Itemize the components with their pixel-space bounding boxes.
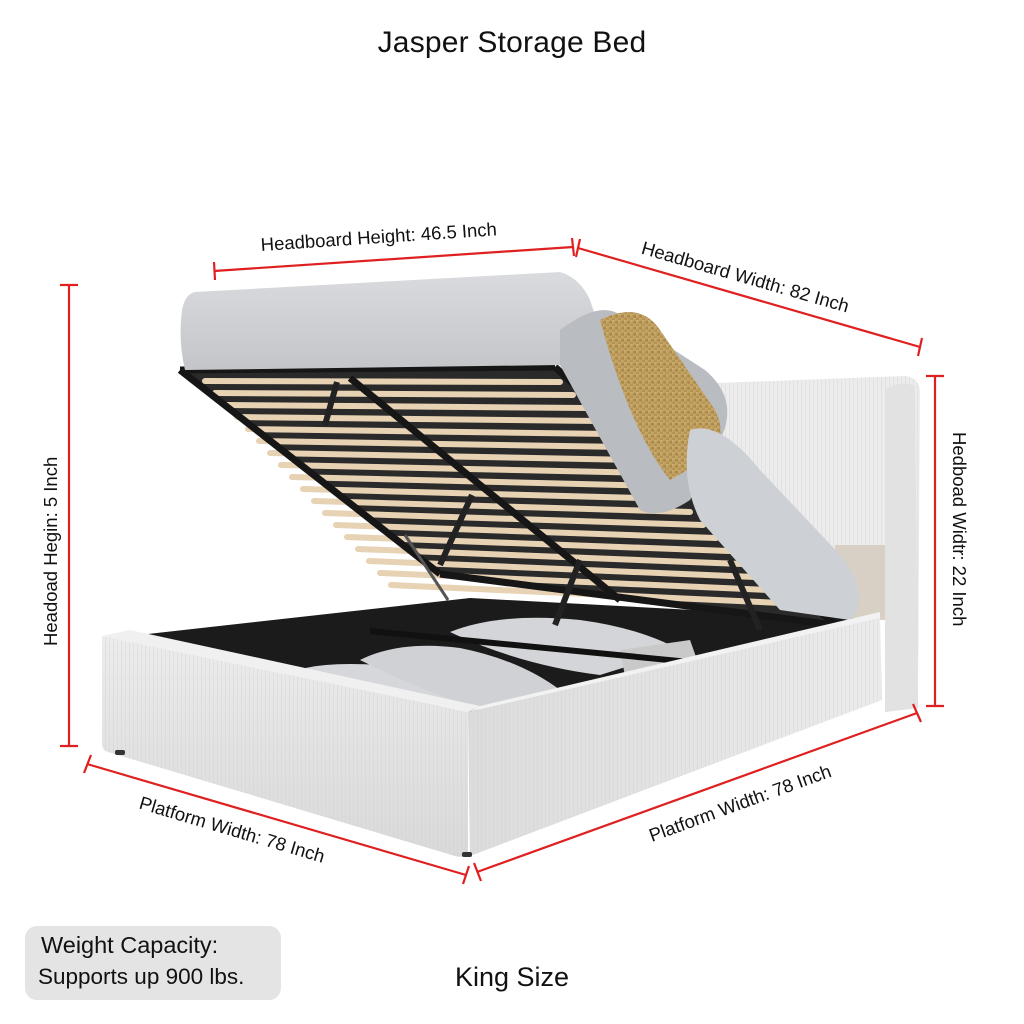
platform-base xyxy=(102,612,882,857)
lifted-slat-platform xyxy=(177,363,838,632)
dimension-lines xyxy=(60,237,944,885)
size-label: King Size xyxy=(454,962,570,992)
page-title: Jasper Storage Bed xyxy=(377,26,647,59)
weight-capacity-heading: Weight Capacity: xyxy=(41,932,219,958)
weight-capacity-value: Supports up 900 lbs. xyxy=(38,964,245,989)
right-vertical-dimension-label: Hedboad Widtr: 22 Inch xyxy=(949,432,970,627)
left-vertical-dimension-label: Headoad Hegin: 5 Inch xyxy=(40,456,61,646)
weight-capacity-badge: Weight Capacity: Supports up 900 lbs. xyxy=(25,926,281,1000)
mattress xyxy=(180,272,859,620)
